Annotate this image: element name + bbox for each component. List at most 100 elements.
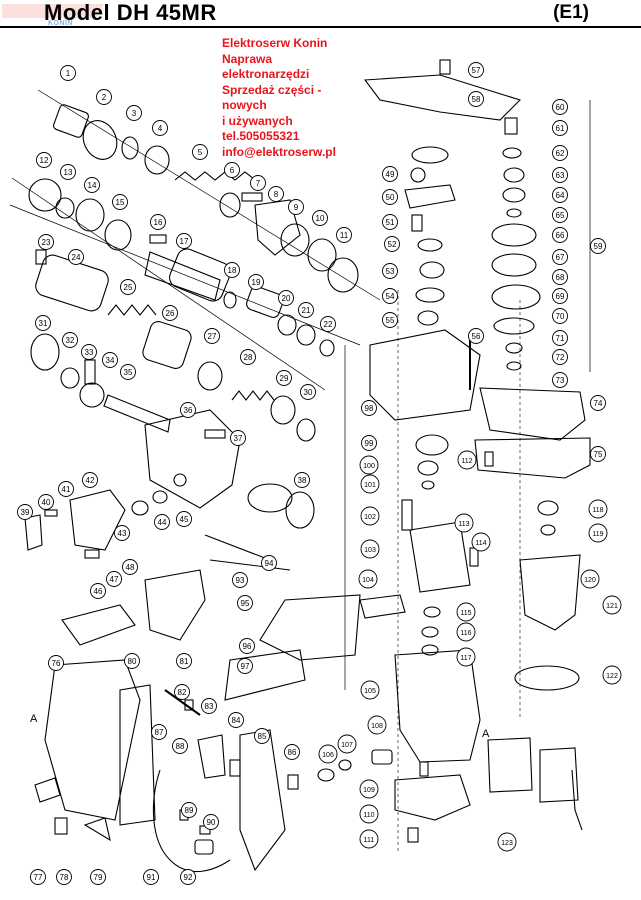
callout-number: 44	[158, 518, 167, 527]
callout-circle	[120, 364, 136, 380]
callout-number: 56	[472, 332, 481, 341]
callout-number: 40	[42, 498, 51, 507]
callout-number: 101	[364, 482, 376, 489]
part-callout-72: 72	[552, 349, 568, 365]
callout-number: 104	[362, 577, 374, 584]
part-callout-56: 56	[468, 328, 484, 344]
part-lever	[24, 514, 43, 551]
callout-number: 92	[184, 873, 193, 882]
model-heading: Model DH 45MR	[44, 0, 217, 26]
callout-number: 114	[475, 540, 486, 547]
part-ring	[319, 339, 335, 357]
callout-number: 115	[460, 610, 471, 617]
part-callout-27: 27	[204, 328, 220, 344]
callout-number: 34	[106, 356, 115, 365]
callout-circle	[30, 869, 46, 885]
callout-circle	[468, 91, 484, 107]
callout-circle	[382, 214, 398, 230]
callout-number: 60	[556, 103, 565, 112]
part-piston	[246, 286, 284, 318]
callout-number: 86	[288, 748, 297, 757]
part-washer	[493, 317, 535, 335]
part-callout-6: 6	[224, 162, 240, 178]
part-callout-98: 98	[361, 400, 377, 416]
part-gear-cover	[474, 437, 591, 479]
callout-circle	[58, 481, 74, 497]
part-callout-80: 80	[124, 653, 140, 669]
callout-circle	[298, 302, 314, 318]
part-callout-93: 93	[232, 572, 248, 588]
callout-number: 103	[364, 547, 376, 554]
part-callout-26: 26	[162, 305, 178, 321]
callout-number: 87	[155, 728, 164, 737]
advert-line: Naprawa	[222, 51, 273, 66]
callout-number: 33	[85, 348, 94, 357]
callout-number: 106	[322, 752, 334, 759]
callout-circle	[90, 583, 106, 599]
callout-circle	[124, 653, 140, 669]
callout-circle	[361, 400, 377, 416]
part-callout-15: 15	[112, 194, 128, 210]
part-clutch-plate	[491, 223, 537, 247]
part-callout-42: 42	[82, 472, 98, 488]
callout-circle	[552, 120, 568, 136]
callout-number: 46	[94, 587, 103, 596]
service-advert: Elektroserw Konin Naprawa elektronarzędz…	[222, 36, 372, 160]
callout-number: 62	[556, 149, 565, 158]
callout-number: 94	[265, 559, 274, 568]
part-callout-25: 25	[120, 279, 136, 295]
header-rule	[0, 26, 641, 28]
part-callout-109: 109	[359, 779, 379, 799]
part-callout-78: 78	[56, 869, 72, 885]
advert-line: Sprzedaż części -	[222, 82, 322, 97]
advert-email: info@elektroserw.pl	[222, 144, 336, 159]
part-brush-cover	[487, 737, 533, 793]
callout-number: 55	[386, 316, 395, 325]
callout-circle	[102, 352, 118, 368]
callout-number: 97	[241, 662, 250, 671]
part-ring	[540, 524, 556, 536]
callout-circle	[230, 430, 246, 446]
part-handle-clamp	[69, 489, 126, 551]
part-callout-116: 116	[456, 622, 476, 642]
advert-line: i używanych	[222, 113, 293, 128]
callout-circle	[552, 288, 568, 304]
callout-number: 70	[556, 312, 565, 321]
part-callout-77: 77	[30, 869, 46, 885]
part-spring	[107, 304, 157, 316]
callout-circle	[590, 238, 606, 254]
callout-circle	[300, 384, 316, 400]
callout-number: 109	[363, 787, 375, 794]
callout-circle	[284, 744, 300, 760]
part-armature	[519, 554, 581, 631]
callout-circle	[180, 869, 196, 885]
callout-number: 30	[304, 388, 313, 397]
part-nut	[338, 759, 352, 771]
callout-circle	[224, 262, 240, 278]
part-washer	[296, 324, 316, 346]
callout-circle	[580, 569, 600, 589]
callout-circle	[367, 715, 387, 735]
part-callout-90: 90	[203, 814, 219, 830]
callout-number: 29	[280, 374, 289, 383]
part-washer	[75, 198, 105, 232]
callout-number: 39	[21, 508, 30, 517]
part-callout-47: 47	[106, 571, 122, 587]
callout-circle	[224, 162, 240, 178]
part-callout-7: 7	[250, 175, 266, 191]
part-bearing	[307, 238, 337, 272]
part-callout-19: 19	[248, 274, 264, 290]
model-label: Model	[44, 0, 111, 25]
callout-circle	[552, 207, 568, 223]
part-top-cover	[363, 74, 522, 121]
part-ring	[417, 238, 443, 252]
part-callout-67: 67	[552, 249, 568, 265]
callout-circle	[337, 734, 357, 754]
part-callout-68: 68	[552, 269, 568, 285]
callout-circle	[382, 312, 398, 328]
callout-circle	[359, 779, 379, 799]
part-gear	[491, 284, 541, 310]
part-callout-110: 110	[359, 804, 379, 824]
part-callout-33: 33	[81, 344, 97, 360]
